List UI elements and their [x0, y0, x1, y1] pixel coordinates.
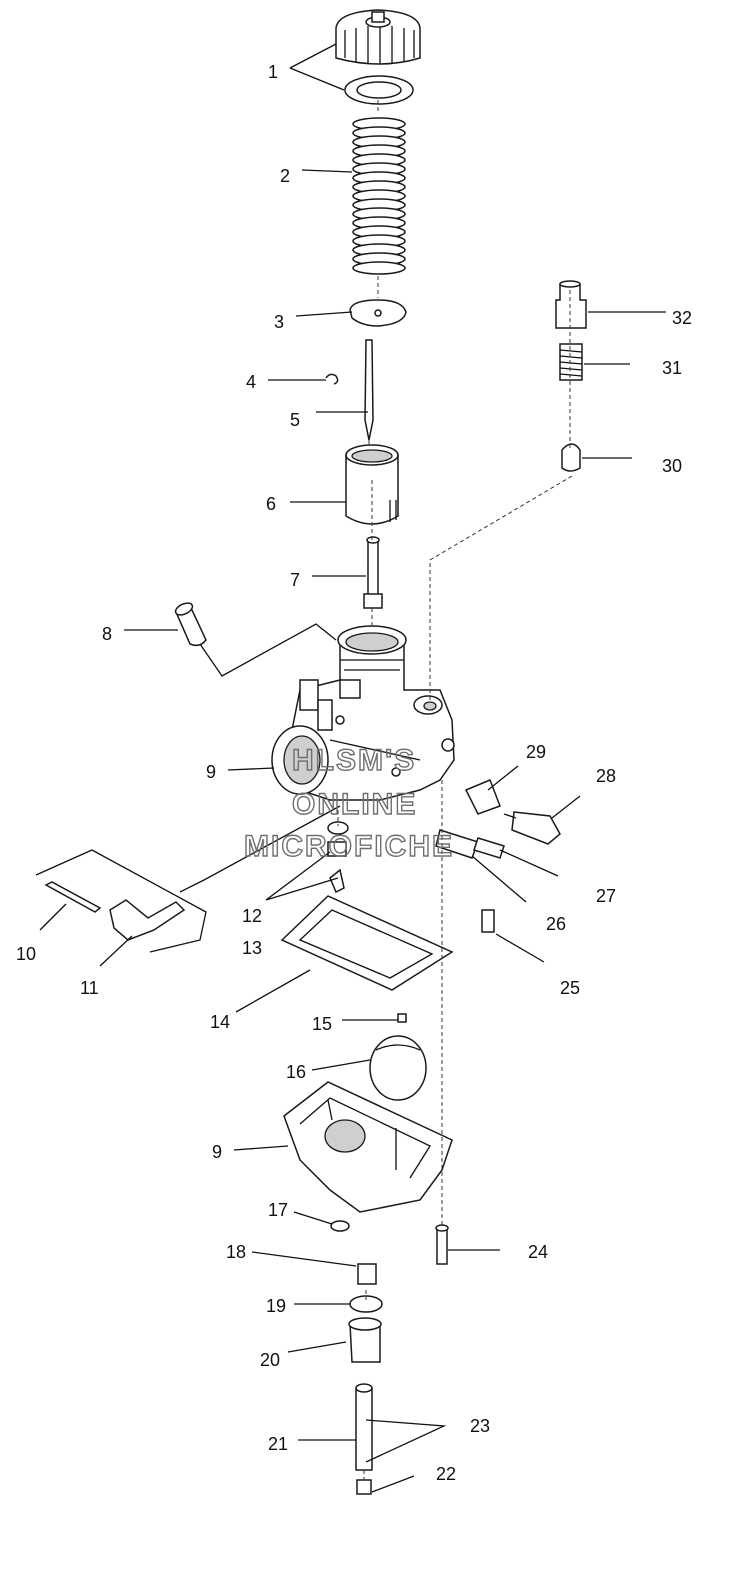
callout-7: 7: [290, 570, 300, 590]
callout-22: 22: [436, 1464, 456, 1484]
part-rubber-cap: [174, 602, 207, 647]
callout-15: 15: [312, 1014, 332, 1034]
part-plate: [349, 299, 407, 327]
part-idle-screw: [473, 837, 505, 859]
part-washer: [330, 1220, 350, 1232]
part-air-screw-spring: [464, 779, 501, 815]
watermark-line-3: MICROFICHE: [244, 830, 454, 863]
part-starter-spring: [559, 343, 583, 381]
callout-31: 31: [662, 358, 682, 378]
leader-lines: [39, 43, 666, 1493]
part-float-bowl: [283, 1081, 453, 1213]
part-tube: [355, 1383, 373, 1471]
callout-13: 13: [242, 938, 262, 958]
callout-23: 23: [470, 1416, 490, 1436]
callout-29: 29: [526, 742, 546, 762]
callout-27: 27: [596, 886, 616, 906]
callout-21: 21: [268, 1434, 288, 1454]
part-pilot-jet: [327, 821, 349, 894]
callout-10: 10: [16, 944, 36, 964]
spring-coil: [352, 261, 406, 275]
watermark-line-1: HLSM'S: [292, 744, 416, 777]
callout-16: 16: [286, 1062, 306, 1082]
callout-19: 19: [266, 1296, 286, 1316]
callout-20: 20: [260, 1350, 280, 1370]
part-starter-nut: [555, 280, 587, 329]
callout-14: 14: [210, 1012, 230, 1032]
part-carb-body: [271, 625, 455, 801]
part-bowl-screw: [435, 1224, 449, 1265]
callout-17: 17: [268, 1200, 288, 1220]
callout-5: 5: [290, 410, 300, 430]
callout-26: 26: [546, 914, 566, 934]
part-main-jet: [357, 1263, 377, 1285]
part-gasket: [280, 895, 454, 991]
callout-18: 18: [226, 1242, 246, 1262]
part-spring: [352, 117, 406, 275]
part-cap: [335, 9, 421, 105]
watermark-line-2: ONLINE: [292, 788, 417, 821]
part-starter-plunger: [561, 443, 581, 472]
callout-24: 24: [528, 1242, 548, 1262]
part-spring-small: [435, 829, 479, 859]
callout-6: 6: [266, 494, 276, 514]
callout-25: 25: [560, 978, 580, 998]
callout-11: 11: [80, 978, 99, 998]
callout-12: 12: [242, 906, 262, 926]
callout-4: 4: [246, 372, 256, 392]
callout-3: 3: [274, 312, 284, 332]
part-float: [369, 1013, 427, 1101]
part-small-screw: [481, 909, 495, 933]
callout-2: 2: [280, 166, 290, 186]
callout-28: 28: [596, 766, 616, 786]
callout-32: 32: [672, 308, 692, 328]
part-clip: [325, 373, 339, 385]
part-needle: [364, 339, 374, 441]
callout-9-body: 9: [206, 762, 216, 782]
part-air-screw: [503, 811, 561, 845]
part-needle-jet: [363, 536, 383, 609]
callout-8: 8: [102, 624, 112, 644]
part-slide: [345, 444, 399, 525]
part-plug: [348, 1317, 382, 1363]
part-wire-assembly: [35, 849, 207, 953]
callout-9-bowl: 9: [212, 1142, 222, 1162]
callout-1: 1: [268, 62, 278, 82]
part-drain-screw: [356, 1479, 372, 1495]
callout-30: 30: [662, 456, 682, 476]
watermark: HLSM'S ONLINE MICROFICHE: [243, 743, 454, 863]
